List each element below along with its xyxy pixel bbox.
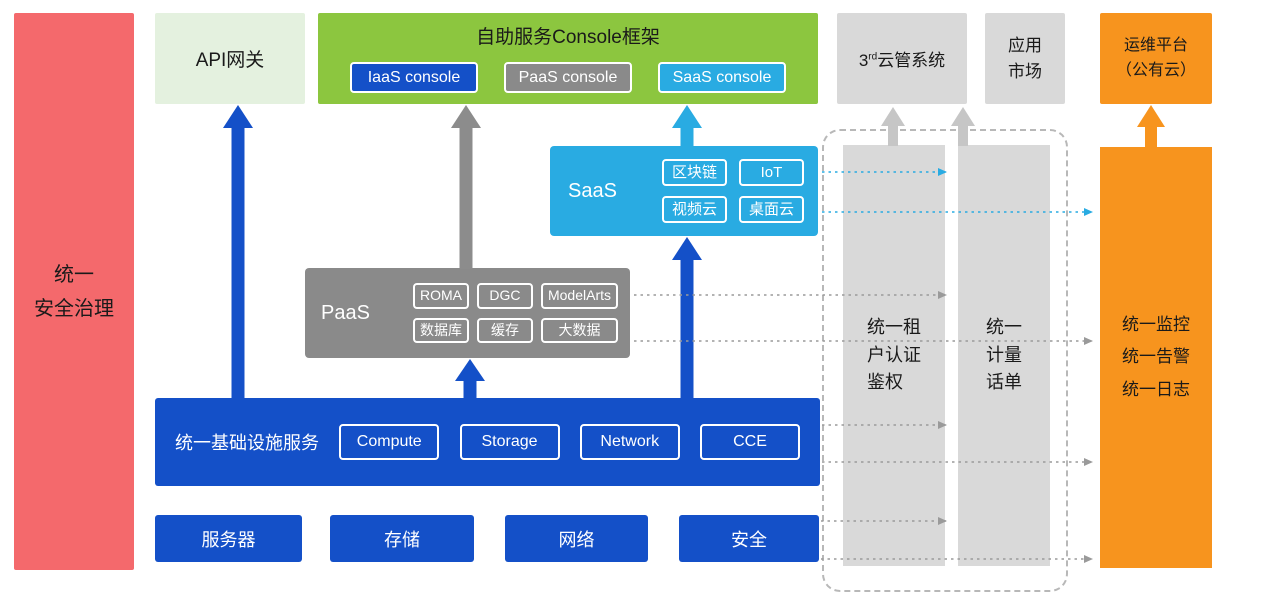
- paas-chip: 数据库: [412, 317, 469, 344]
- saas-chip: 区块链: [661, 159, 727, 186]
- metering-bar: 统一 计量 话单: [958, 145, 1050, 566]
- saas-chip-grid: 区块链 IoT 视频云 桌面云: [661, 159, 804, 223]
- infrastructure-chip: CCE: [700, 423, 800, 461]
- paas-console-button: PaaS console: [504, 61, 632, 93]
- infrastructure-chip: Compute: [339, 423, 440, 461]
- resource-box-storage: 存储: [330, 515, 474, 562]
- resource-box-network: 网络: [505, 515, 648, 562]
- tenant-auth-bar: 统一租 户认证 鉴权: [843, 145, 945, 566]
- infrastructure-box: 统一基础设施服务 Compute Storage Network CCE: [155, 398, 820, 486]
- paas-label: PaaS: [321, 301, 370, 324]
- paas-chip: ROMA: [412, 282, 469, 309]
- tenant-auth-label: 统一租 户认证 鉴权: [867, 316, 921, 393]
- arrow-infra-to-saas: [672, 237, 702, 399]
- infrastructure-chip: Storage: [459, 423, 560, 461]
- paas-chip: DGC: [476, 282, 533, 309]
- api-gateway-box: API网关: [155, 13, 305, 104]
- saas-console-button: SaaS console: [658, 61, 786, 93]
- saas-box: SaaS 区块链 IoT 视频云 桌面云: [550, 146, 818, 236]
- third-party-cloud-box: 3rd云管系统: [837, 13, 967, 104]
- app-market-box: 应用 市场: [985, 13, 1065, 104]
- saas-chip: 视频云: [661, 196, 727, 223]
- paas-chip: ModelArts: [540, 282, 618, 309]
- security-governance-bar: 统一 安全治理: [14, 13, 134, 570]
- paas-chip-grid: ROMA DGC ModelArts 数据库 缓存 大数据: [412, 282, 618, 344]
- saas-label: SaaS: [568, 179, 617, 202]
- om-platform-box: 运维平台 （公有云）: [1100, 13, 1212, 104]
- paas-chip: 缓存: [476, 317, 533, 344]
- console-buttons-row: IaaS console PaaS console SaaS console: [318, 61, 818, 93]
- infrastructure-label: 统一基础设施服务: [175, 433, 319, 453]
- arrow-monitoring-to-om: [1137, 105, 1165, 148]
- arrow-infra-to-api: [223, 105, 253, 399]
- arrow-saas-to-console: [672, 105, 702, 147]
- third-party-cloud-label: 3rd云管系统: [858, 51, 946, 70]
- metering-label: 统一 计量 话单: [986, 316, 1022, 393]
- shared-services-dashed-border: [822, 129, 1068, 592]
- resource-box-security: 安全: [679, 515, 819, 562]
- console-framework-box: 自助服务Console框架 IaaS console PaaS console …: [318, 13, 818, 104]
- paas-chip: 大数据: [540, 317, 618, 344]
- saas-chip: IoT: [738, 159, 804, 186]
- infrastructure-chip: Network: [579, 423, 680, 461]
- saas-chip: 桌面云: [738, 196, 804, 223]
- iaas-console-button: IaaS console: [350, 61, 478, 93]
- console-framework-title: 自助服务Console框架: [476, 27, 660, 48]
- paas-box: PaaS ROMA DGC ModelArts 数据库 缓存 大数据: [305, 268, 630, 358]
- monitoring-bar: 统一监控 统一告警 统一日志: [1100, 147, 1212, 568]
- arrow-paas-to-console: [451, 105, 481, 269]
- resource-box-server: 服务器: [155, 515, 302, 562]
- arrow-infra-to-paas: [455, 359, 485, 399]
